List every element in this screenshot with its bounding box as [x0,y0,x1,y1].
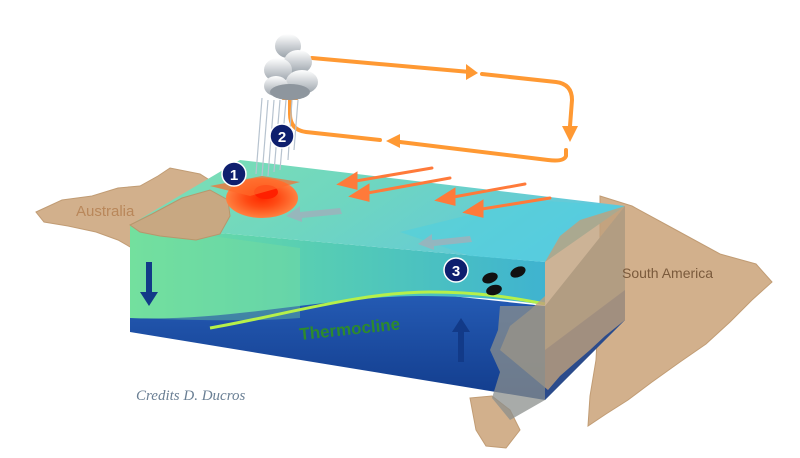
marker-2: 2 [270,124,294,148]
downwelling-arrow-shaft [146,262,152,294]
marker-1: 1 [222,162,246,186]
storm-cloud-icon [264,34,318,100]
marker-3: 3 [444,258,468,282]
loop-arrowhead-right [466,64,478,80]
south-america-label: South America [622,265,713,281]
loop-upper-branch [312,58,470,72]
loop-lower-branch [400,142,566,161]
loop-lower-branch-2 [290,100,380,140]
credits-label: Credits D. Ducros [136,388,245,404]
svg-text:3: 3 [452,263,460,280]
svg-text:2: 2 [278,129,286,146]
australia-label: Australia [76,203,135,220]
walker-circulation-loop [290,58,572,161]
upwelling-arrow-shaft [458,330,464,362]
loop-arrowhead-left [386,134,400,148]
loop-upper-branch-2 [482,74,572,126]
svg-text:1: 1 [230,167,238,184]
loop-arrowhead-down [562,126,578,142]
